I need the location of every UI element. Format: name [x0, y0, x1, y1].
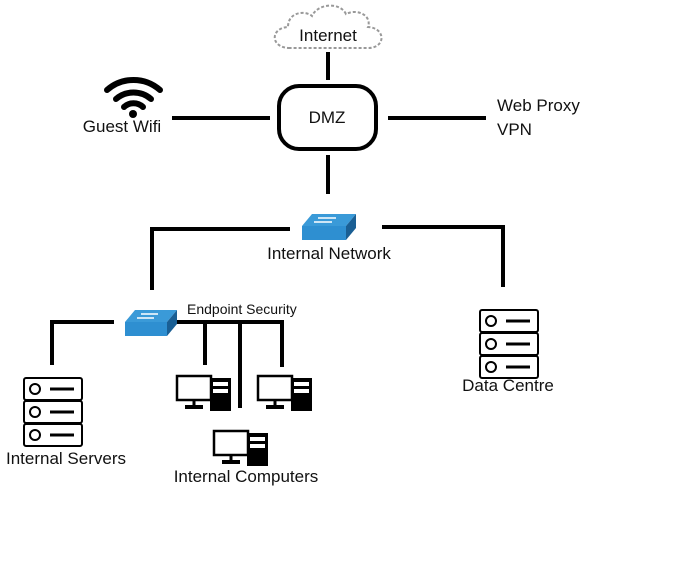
data-centre-server-icon	[479, 309, 539, 379]
link-internal-network-left	[150, 227, 290, 290]
internal-computers-label: Internal Computers	[174, 467, 319, 486]
computer-icon-2	[256, 374, 312, 411]
connection-lines	[50, 52, 505, 408]
dmz-node	[277, 84, 378, 151]
link-internal-network-right	[382, 225, 505, 287]
internet-cloud-icon	[273, 4, 383, 49]
dmz-label: DMZ	[309, 108, 346, 127]
wifi-icon	[104, 77, 163, 118]
internal-network-switch-icon	[302, 214, 356, 240]
endpoint-switch-icon	[125, 310, 177, 336]
internal-network-label: Internal Network	[267, 244, 391, 263]
link-endpoint-servers	[50, 320, 114, 365]
endpoint-security-label: Endpoint Security	[187, 301, 297, 317]
internal-servers-label: Internal Servers	[6, 449, 126, 468]
internet-label: Internet	[299, 26, 357, 45]
computer-icon-1	[175, 374, 231, 411]
computer-icon-3	[212, 429, 268, 466]
guest-wifi-label: Guest Wifi	[83, 117, 161, 136]
internal-servers-icon	[23, 377, 83, 447]
vpn-label: VPN	[497, 120, 532, 139]
web-proxy-label: Web Proxy	[497, 96, 580, 115]
data-centre-label: Data Centre	[462, 376, 554, 395]
